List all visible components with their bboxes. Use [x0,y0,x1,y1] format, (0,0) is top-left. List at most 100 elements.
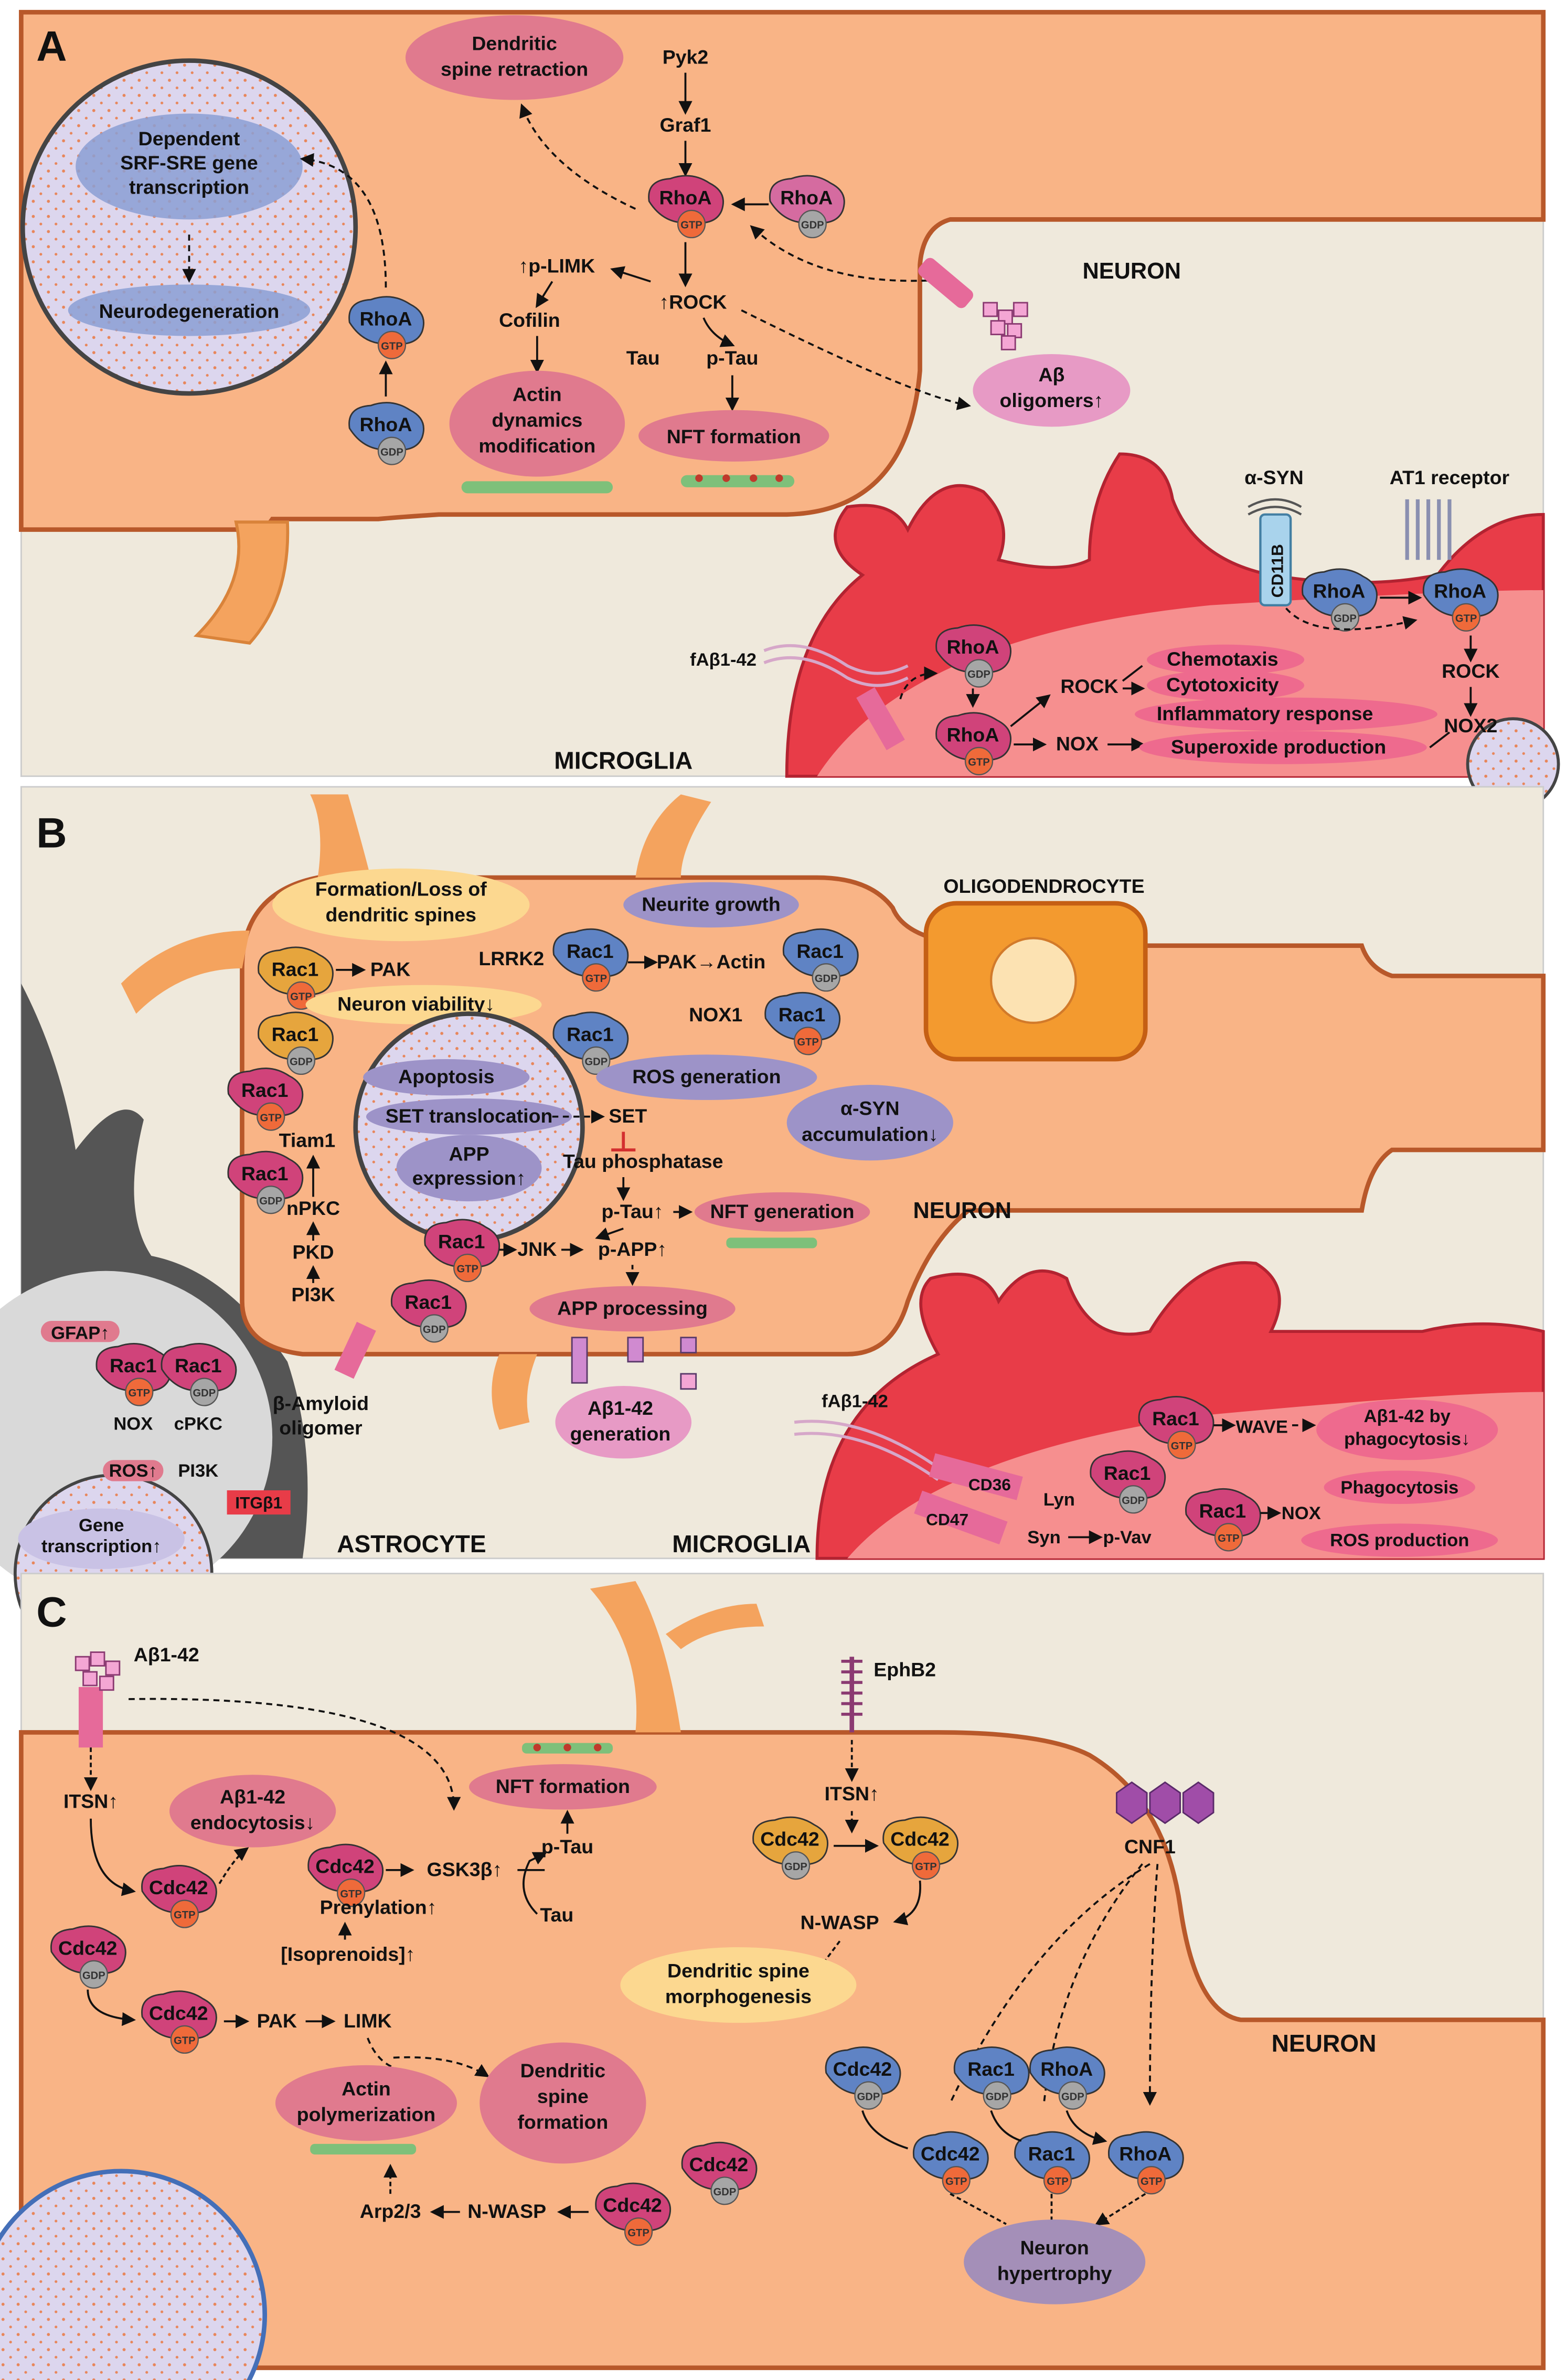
gdp-badge [79,1960,108,1989]
protein-name: Rac1 [110,1354,157,1376]
app-line-2: expression↑ [412,1167,526,1189]
gdp-label: GDP [193,1388,216,1399]
spine-form-2: spine [537,2085,589,2107]
ab-gen-line-2: generation [570,1423,671,1445]
set-trans-label: SET translocation [386,1105,553,1127]
gtp-badge [170,1899,199,1928]
spine-retraction-bg [405,15,624,100]
actin-poly-2: polymerization [297,2104,436,2126]
asyn-line-2: accumulation↓ [802,1123,938,1145]
gtp-label: GTP [129,1388,150,1399]
protein-name: Rac1 [1152,1407,1199,1429]
fab-fibrils-a [763,644,909,687]
protein-name: Cdc42 [921,2143,980,2165]
pi3k-ast-label: PI3K [178,1461,218,1481]
cpkc-label: cPKC [174,1414,222,1434]
nucleus-line-3: transcription [129,176,249,198]
gdp-badge [1119,1485,1148,1514]
nwasp-label: N-WASP [467,2200,546,2222]
cd36-label: CD36 [968,1475,1011,1494]
protein-name: RhoA [946,723,999,745]
lyn-label: Lyn [1043,1490,1075,1510]
neurite-label: Neurite growth [642,893,780,915]
gene-line-2: transcription↑ [41,1536,162,1556]
cnf1-toxins [1115,1781,1215,1824]
actin-line-3: modification [478,435,595,457]
asyn-label-a: α-SYN [1244,466,1304,488]
protein-name: RhoA [1119,2143,1171,2165]
jnk-label: JNK [517,1238,557,1260]
ptau-label-a: p-Tau [706,347,758,369]
gdp-badge [420,1314,449,1343]
ros-ast-label: ROS↑ [109,1461,157,1481]
panel-c: C Aβ1-42 ITSN↑ Aβ1-42 endocytosis↓ Cdc42… [0,1573,1546,2380]
gdp-badge [1058,2081,1087,2110]
syn-label: Syn [1027,1528,1060,1547]
cnf1-label: CNF1 [1124,1835,1176,1858]
gdp-label: GDP [857,2091,880,2102]
panel-b: B Formation/Loss of dendritic spines Neu… [0,786,1546,1673]
gdp-badge [1330,603,1360,632]
gdp-label: GDP [1061,2091,1084,2102]
inflammatory-label: Inflammatory response [1157,702,1373,724]
itsn-right: ITSN↑ [825,1783,879,1805]
apoptosis-label: Apoptosis [398,1065,494,1087]
neuron-label-b: NEURON [913,1198,1011,1223]
at1-receptor [1405,499,1452,560]
rock-up-label: ↑ROCK [659,291,727,313]
nft-label-a: NFT formation [667,425,801,447]
gtp-label: GTP [627,2227,649,2239]
gtp-badge [1452,603,1480,632]
gtp-label: GTP [290,991,312,1003]
gtp-badge [1043,2166,1072,2195]
rock-mid-label: ROCK [1060,675,1118,697]
ephb2-label: EphB2 [873,1659,936,1681]
cytotoxicity-label: Cytotoxicity [1166,674,1279,696]
protein-name: Rac1 [567,1023,614,1045]
gtp-label: GTP [1455,613,1477,625]
gtp-label: GTP [585,973,607,985]
gtp-badge [1167,1431,1196,1459]
gtp-label: GTP [1218,1533,1239,1544]
app-proc-label: APP processing [557,1297,708,1319]
protein-name: Rac1 [967,2058,1015,2080]
gdp-label: GDP [259,1196,282,1207]
protein-name: RhoA [780,187,833,209]
superoxide-label: Superoxide production [1171,735,1386,757]
hypertrophy-2: hypertrophy [997,2262,1112,2284]
gdp-label: GDP [967,669,990,680]
ptau-label-c: p-Tau [541,1835,593,1858]
gtp-label: GTP [174,2035,195,2047]
nox-mg-label: NOX [1282,1503,1321,1523]
spines-bg [272,868,530,942]
axon-stub-a [193,520,290,645]
oligo-label: OLIGODENDROCYTE [943,875,1144,897]
pi3k-label-b: PI3K [291,1283,335,1305]
microglia-label-a: MICROGLIA [554,746,693,774]
ros-gen-label: ROS generation [632,1065,781,1087]
cd11b-label: CD11B [1268,544,1287,597]
gtp-label: GTP [340,1888,361,1900]
gdp-label: GDP [423,1324,446,1336]
dendrite-c [590,1581,764,1733]
nucleus-a [20,58,358,396]
protein-name: Cdc42 [149,1876,208,1898]
nox2-label: NOX2 [1444,714,1497,737]
endo-line-1: Aβ1-42 [220,1786,285,1808]
phago-down-2: phagocytosis↓ [1344,1429,1470,1449]
protein-name: RhoA [1434,580,1486,602]
